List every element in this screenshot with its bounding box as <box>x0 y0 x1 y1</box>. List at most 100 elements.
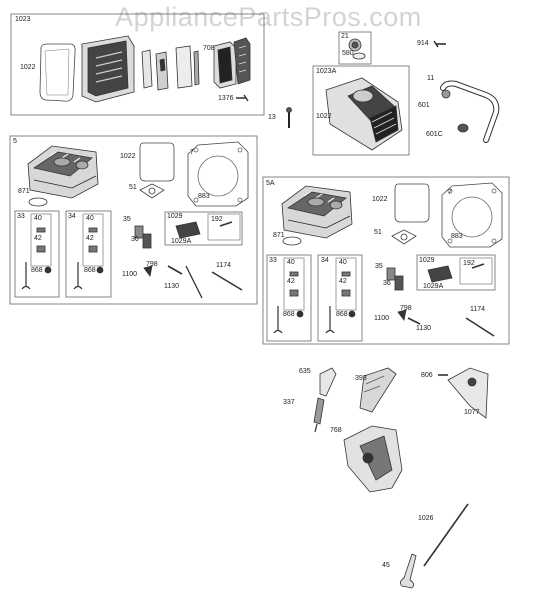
gasket-1022-top <box>39 43 76 102</box>
spring-36b <box>394 275 404 291</box>
valve-box-33b <box>266 254 312 342</box>
valve-box-34b <box>317 254 363 342</box>
label-13: 13 <box>268 114 276 121</box>
label-868b: 868 <box>84 267 96 274</box>
boot-635 <box>319 367 337 397</box>
head-gasket-7b <box>441 182 503 248</box>
rocker-1029b <box>427 265 453 283</box>
group-box-5 <box>9 135 258 305</box>
label-5A: 5A <box>266 180 275 187</box>
group-box-1023A <box>312 65 410 156</box>
label-1100a: 1100 <box>122 271 138 278</box>
label-35a: 35 <box>123 216 131 223</box>
label-1130b: 1130 <box>416 325 432 332</box>
baffle-part <box>141 49 153 89</box>
pushrod-1130a <box>185 265 203 299</box>
pushrod-1174a <box>211 271 243 291</box>
label-36b: 36 <box>383 280 391 287</box>
spark-plug-337 <box>313 397 325 425</box>
label-21: 21 <box>341 33 349 40</box>
screw-1376 <box>236 94 249 102</box>
label-635: 635 <box>299 368 311 375</box>
keeper-box-40b <box>82 213 104 267</box>
label-1023A: 1023A <box>316 68 337 75</box>
label-580: 580 <box>342 50 354 57</box>
spring-35a <box>134 225 144 239</box>
label-35b: 35 <box>375 263 383 270</box>
bracket-1077 <box>447 367 489 419</box>
valve-box-33a <box>14 210 60 298</box>
gasket-1022-s5 <box>139 142 175 182</box>
keeper-box-40c <box>283 257 305 311</box>
clamp-601C <box>457 123 469 133</box>
bolt-914 <box>433 40 446 48</box>
label-1023: 1023 <box>15 16 31 23</box>
label-1029Ab: 1029A <box>423 283 444 290</box>
spring-35b <box>386 267 396 281</box>
label-798a: 798 <box>146 261 158 268</box>
rocker-box-192b <box>459 257 493 285</box>
label-883a: 883 <box>198 193 210 200</box>
label-1029Aa: 1029A <box>171 238 192 245</box>
oring-871b <box>282 236 302 246</box>
label-42a: 42 <box>34 235 42 242</box>
valve-45 <box>400 553 417 589</box>
label-1022b: 1022 <box>316 113 332 120</box>
rocker-box-1029b <box>416 254 496 291</box>
label-601: 601 <box>418 102 430 109</box>
label-393: 393 <box>355 375 367 382</box>
pushrod-1174b <box>465 317 495 337</box>
gasket-51b <box>391 229 417 245</box>
rocker-box-192a <box>207 213 241 241</box>
gasket-1022-s5A <box>394 183 430 223</box>
head-gasket-7a <box>187 141 249 207</box>
label-798b: 798 <box>400 305 412 312</box>
label-1130a: 1130 <box>164 283 180 290</box>
label-33b: 33 <box>269 257 277 264</box>
label-40b: 40 <box>86 215 94 222</box>
label-1022c: 1022 <box>120 153 136 160</box>
label-11: 11 <box>427 75 435 82</box>
label-1174a: 1174 <box>216 262 232 269</box>
keeper-box-40d <box>335 257 357 311</box>
label-601C: 601C <box>426 131 443 138</box>
label-192a: 192 <box>211 216 223 223</box>
label-871b: 871 <box>273 232 285 239</box>
label-36a: 36 <box>131 236 139 243</box>
label-868a: 868 <box>31 267 43 274</box>
watermark: AppliancePartsPros.com <box>115 2 422 32</box>
valve-34b <box>325 306 335 334</box>
gasket-51a <box>139 183 165 199</box>
stud-798a <box>167 265 183 275</box>
label-871a: 871 <box>18 188 30 195</box>
group-box-5A <box>262 176 510 345</box>
clamp-601 <box>441 89 451 99</box>
label-883b: 883 <box>451 233 463 240</box>
label-1026: 1026 <box>418 515 434 522</box>
label-1100b: 1100 <box>374 315 390 322</box>
label-914: 914 <box>417 40 429 47</box>
valve-33b <box>273 306 283 334</box>
label-42c: 42 <box>287 278 295 285</box>
label-1022: 1022 <box>20 64 36 71</box>
valve-34a <box>73 262 83 290</box>
label-1077: 1077 <box>464 409 480 416</box>
label-40c: 40 <box>287 259 295 266</box>
label-7b: 7 <box>448 189 452 196</box>
valve-box-34a <box>65 210 112 298</box>
label-51a: 51 <box>129 184 137 191</box>
label-42b: 42 <box>86 235 94 242</box>
group-box-1023 <box>10 13 265 116</box>
label-1029b: 1029 <box>419 257 435 264</box>
label-34a: 34 <box>68 213 76 220</box>
label-868d: 868 <box>336 311 348 318</box>
label-806: 806 <box>421 372 433 379</box>
label-34b: 34 <box>321 257 329 264</box>
label-337: 337 <box>283 399 295 406</box>
coil-393 <box>359 367 397 413</box>
label-192b: 192 <box>463 260 475 267</box>
label-40a: 40 <box>34 215 42 222</box>
label-33a: 33 <box>17 213 25 220</box>
